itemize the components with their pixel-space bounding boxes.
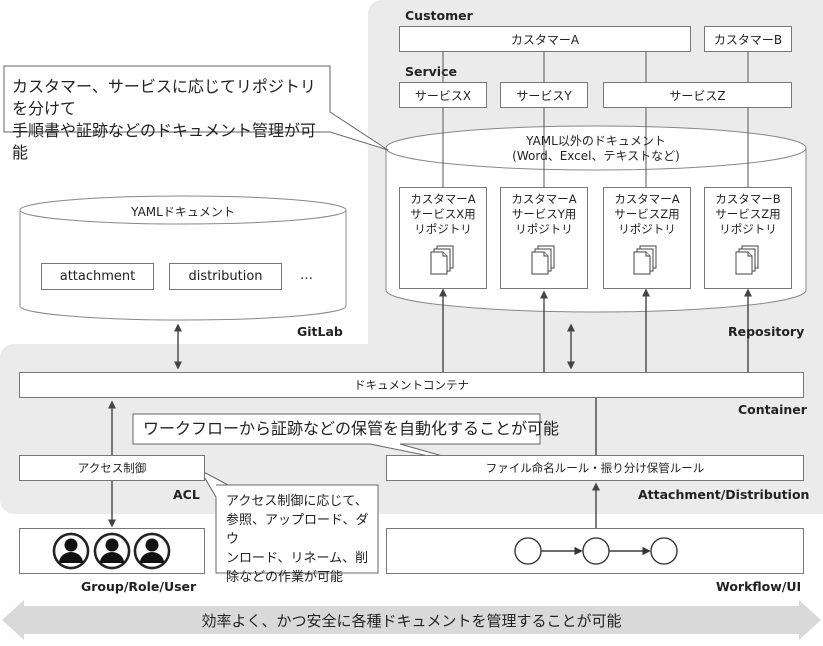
repo-line1: カスタマーA (410, 192, 476, 206)
repo-line1: カスタマーA (614, 192, 680, 206)
repository-title-line2: (Word、Excel、テキストなど) (512, 149, 680, 163)
acl-label: ACL (173, 487, 200, 502)
service-y-box: サービスY (500, 82, 588, 108)
acl-callout-shape (198, 468, 379, 574)
repo-line2: サービスY用 (511, 207, 577, 221)
group-role-user-label: Group/Role/User (81, 579, 197, 594)
users-box (19, 528, 205, 574)
repo-line2: サービスX用 (410, 207, 476, 221)
repository-title-line1: YAML以外のドキュメント (526, 134, 666, 148)
repository-title: YAML以外のドキュメント (Word、Excel、テキストなど) (386, 134, 806, 164)
acl-callout-line4: 除などの作業が可能 (226, 570, 344, 585)
repo-box-a-x[interactable]: カスタマーA サービスX用 リポジトリ (399, 187, 487, 289)
repo-line2: サービスZ用 (614, 207, 680, 221)
repo-line3: リポジトリ (414, 222, 472, 236)
top-callout-shape (3, 65, 389, 151)
service-z-box: サービスZ (603, 82, 792, 108)
bottom-banner-arrow (2, 600, 821, 640)
repo-box-a-y[interactable]: カスタマーA サービスY用 リポジトリ (500, 187, 588, 289)
gitlab-title: YAMLドキュメント (131, 205, 235, 219)
distribution-box: distribution (169, 263, 282, 290)
access-control-box: アクセス制御 (19, 455, 205, 481)
customer-a-box: カスタマーA (399, 26, 691, 52)
gitlab-label: GitLab (297, 324, 343, 339)
repo-line1: カスタマーA (511, 192, 577, 206)
repo-box-b-z[interactable]: カスタマーB サービスZ用 リポジトリ (704, 187, 792, 289)
attachment-distribution-label: Attachment/Distribution (638, 487, 810, 502)
workflow-box (386, 528, 804, 574)
mid-callout: ワークフローから証跡などの保管を自動化することが可能 (143, 419, 560, 438)
repo-line3: リポジトリ (515, 222, 573, 236)
repo-line3: リポジトリ (618, 222, 676, 236)
document-container-box: ドキュメントコンテナ (19, 372, 804, 398)
repo-line1: カスタマーB (715, 192, 781, 206)
container-label: Container (738, 402, 807, 417)
file-rule-box: ファイル命名ルール・振り分け保管ルール (386, 455, 804, 481)
gitlab-more: … (300, 268, 313, 283)
service-connectors (442, 52, 749, 187)
repo-box-a-z[interactable]: カスタマーA サービスZ用 リポジトリ (603, 187, 691, 289)
service-label: Service (405, 64, 457, 79)
acl-callout-line3: ンロード、リネーム、削 (226, 551, 369, 566)
top-callout: カスタマー、サービスに応じてリポジトリを分けて 手順書や証跡などのドキュメント管… (12, 76, 330, 164)
customer-label: Customer (405, 8, 473, 23)
repository-label: Repository (728, 324, 805, 339)
repo-line3: リポジトリ (719, 222, 777, 236)
top-callout-line2: 手順書や証跡などのドキュメント管理が可能 (12, 121, 317, 162)
customer-b-box: カスタマーB (704, 26, 792, 52)
bottom-banner-text: 効率よく、かつ安全に各種ドキュメントを管理することが可能 (201, 612, 622, 630)
repo-line2: サービスZ用 (715, 207, 781, 221)
acl-callout-line2: 参照、アップロード、ダウ (226, 513, 369, 547)
attachment-box: attachment (41, 263, 154, 290)
acl-callout: アクセス制御に応じて、 参照、アップロード、ダウ ンロード、リネーム、削 除など… (226, 492, 376, 587)
acl-callout-line1: アクセス制御に応じて、 (226, 494, 368, 509)
top-callout-line1: カスタマー、サービスに応じてリポジトリを分けて (12, 77, 316, 118)
flow-arrows (108, 288, 752, 528)
workflow-ui-label: Workflow/UI (716, 579, 802, 594)
service-x-box: サービスX (399, 82, 487, 108)
repository-cylinder (385, 125, 807, 313)
